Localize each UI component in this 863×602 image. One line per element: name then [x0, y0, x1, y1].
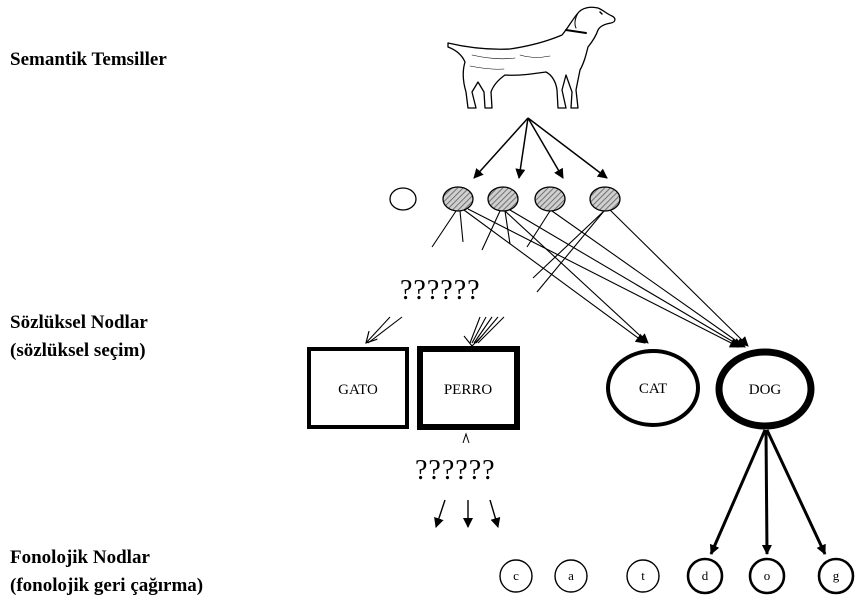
svg-text:CAT: CAT	[639, 381, 667, 397]
phonological-node-c: c	[499, 559, 533, 593]
semantic-feature-nodes	[389, 186, 621, 212]
semantic-node-active	[487, 186, 519, 212]
phonological-node-d: d	[686, 557, 724, 595]
lexical-selection-label: (sözlüksel seçim)	[10, 340, 146, 361]
svg-text:a: a	[568, 568, 574, 583]
svg-text:t: t	[641, 568, 645, 583]
lexical-node-perro: PERRO	[417, 346, 520, 430]
lexical-node-cat: CAT	[606, 349, 700, 427]
lexical-nodes-label: Sözlüksel Nodlar	[10, 312, 148, 333]
semantic-activation-arrows	[473, 117, 608, 179]
semantic-representations-label: Semantik Temsiller	[10, 49, 167, 70]
dog-icon	[447, 6, 616, 109]
dog-phonological-arrows	[709, 429, 827, 555]
perro-output-arrow	[462, 432, 470, 444]
phonological-node-o: o	[748, 557, 786, 595]
semantic-node-inactive	[389, 187, 417, 211]
spanish-lexical-input-arrows	[366, 316, 505, 347]
svg-text:c: c	[513, 568, 519, 583]
lexical-node-dog: DOG	[715, 348, 815, 430]
svg-text:PERRO: PERRO	[444, 382, 493, 398]
svg-text:DOG: DOG	[749, 382, 782, 398]
semantic-node-active	[589, 186, 621, 212]
semantic-node-active	[442, 186, 474, 212]
lexical-node-gato: GATO	[307, 347, 409, 429]
lower-uncertainty-marks: ??????	[415, 455, 496, 486]
svg-text:o: o	[764, 568, 771, 583]
semantic-node-active	[534, 186, 566, 212]
semantic-to-lexical-connections	[431, 208, 749, 348]
svg-text:g: g	[833, 568, 840, 583]
phonological-nodes-label: Fonolojik Nodlar	[10, 547, 150, 568]
phonological-retrieval-label: (fonolojik geri çağırma)	[10, 575, 204, 596]
upper-uncertainty-marks: ??????	[400, 275, 481, 306]
phonological-node-t: t	[626, 559, 660, 593]
phonological-node-g: g	[817, 557, 855, 595]
svg-text:GATO: GATO	[338, 382, 378, 398]
spanish-phonological-arrows	[434, 499, 501, 528]
svg-text:d: d	[702, 568, 709, 583]
phonological-node-a: a	[554, 559, 588, 593]
